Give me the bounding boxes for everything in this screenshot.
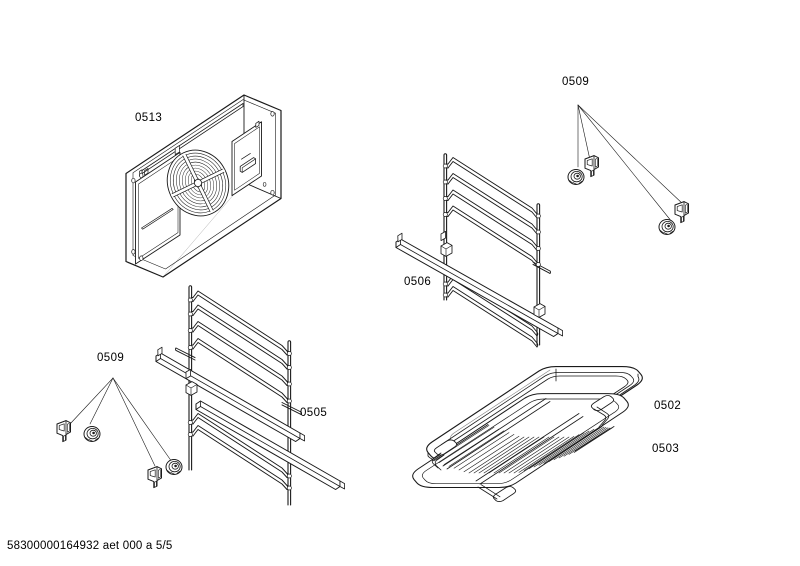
part-label-0509-left: 0509	[97, 352, 125, 364]
part-label-0513: 0513	[135, 112, 163, 124]
part-label-0502: 0502	[654, 400, 682, 412]
part-0505-shelf-rail-rack-left	[155, 285, 345, 506]
part-label-0505: 0505	[300, 407, 328, 419]
part-0503-wire-grill-rack	[412, 393, 629, 503]
fan-cover	[166, 149, 230, 217]
part-label-0506: 0506	[404, 276, 432, 288]
part-0509-clips-right	[567, 104, 689, 235]
part-label-0509-right: 0509	[562, 76, 590, 88]
part-0506-shelf-rail-rack-right	[395, 153, 563, 348]
part-0513-fan-back-panel	[125, 94, 282, 278]
document-footer-reference: 58300000164932 aet 000 a 5/5	[7, 540, 173, 552]
part-label-0503: 0503	[652, 443, 680, 455]
part-0509-clips-left	[56, 377, 183, 489]
